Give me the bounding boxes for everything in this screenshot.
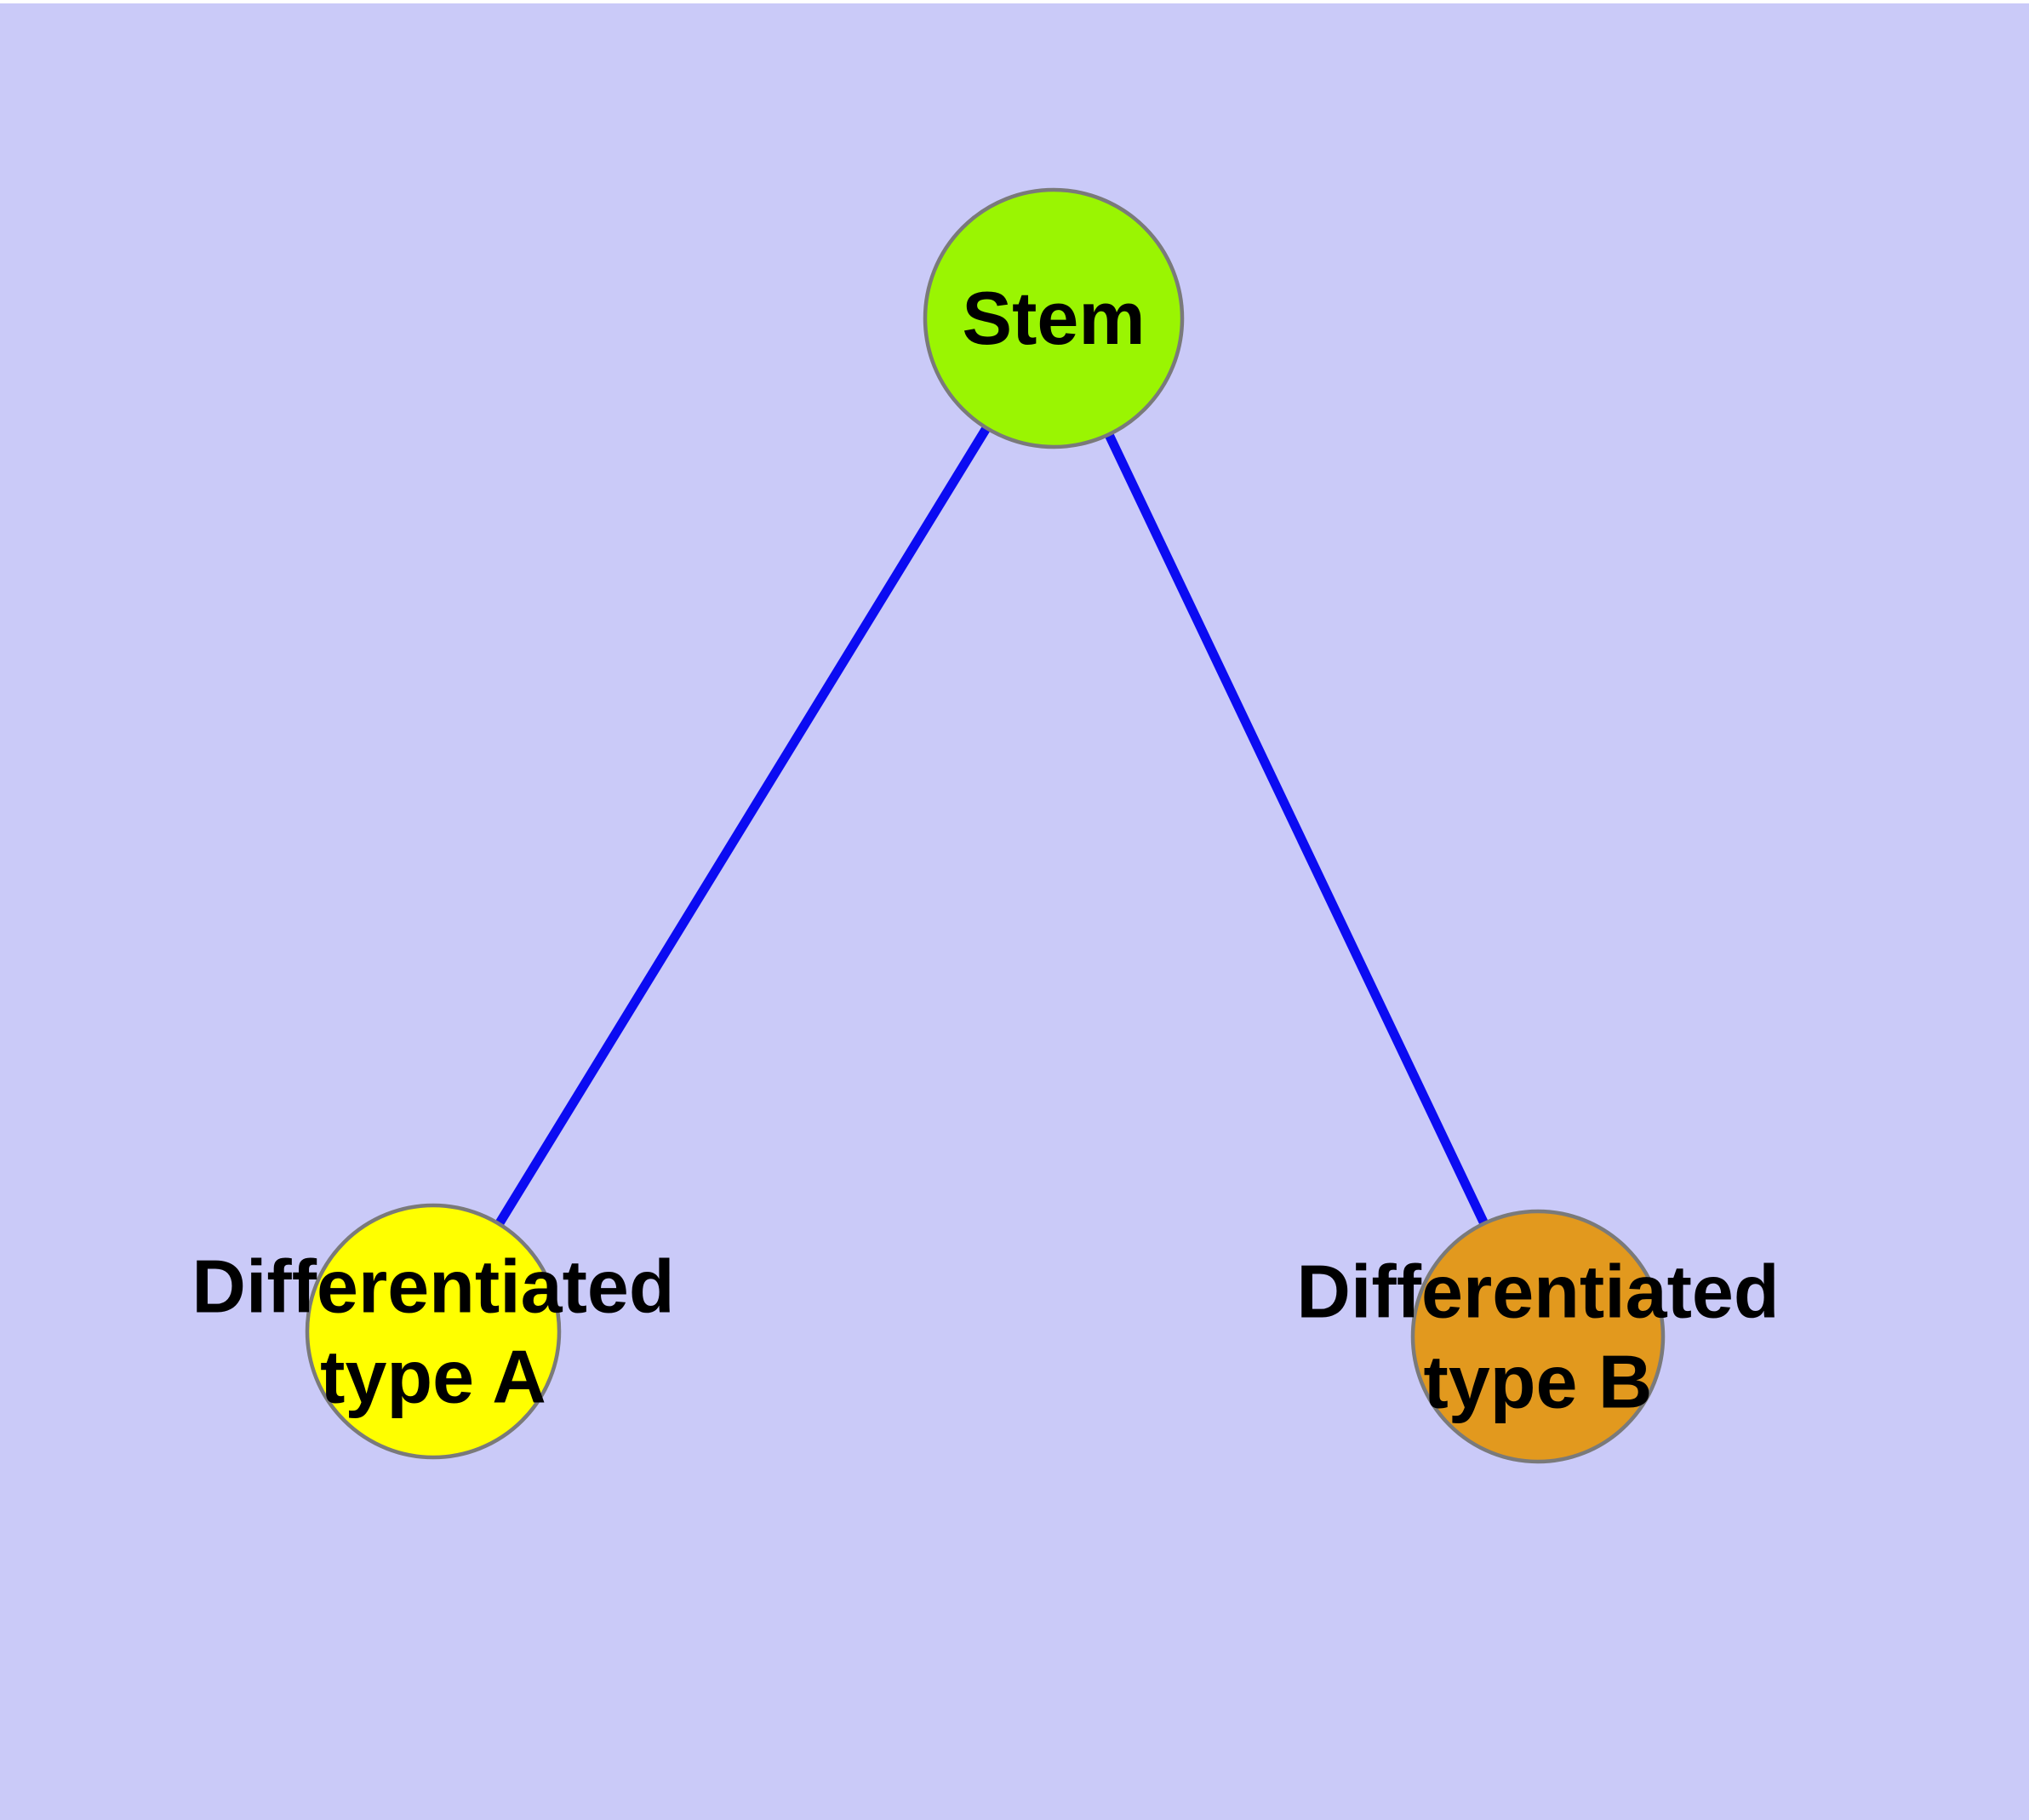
- edge-stem-to-type-b[interactable]: [1049, 316, 1542, 1339]
- top-margin: [0, 0, 2029, 3]
- node-differentiated-type-b[interactable]: [1410, 1209, 1666, 1464]
- node-differentiated-type-a[interactable]: [305, 1203, 562, 1460]
- edge-stem-to-type-a[interactable]: [429, 316, 1058, 1334]
- node-stem[interactable]: [923, 187, 1185, 449]
